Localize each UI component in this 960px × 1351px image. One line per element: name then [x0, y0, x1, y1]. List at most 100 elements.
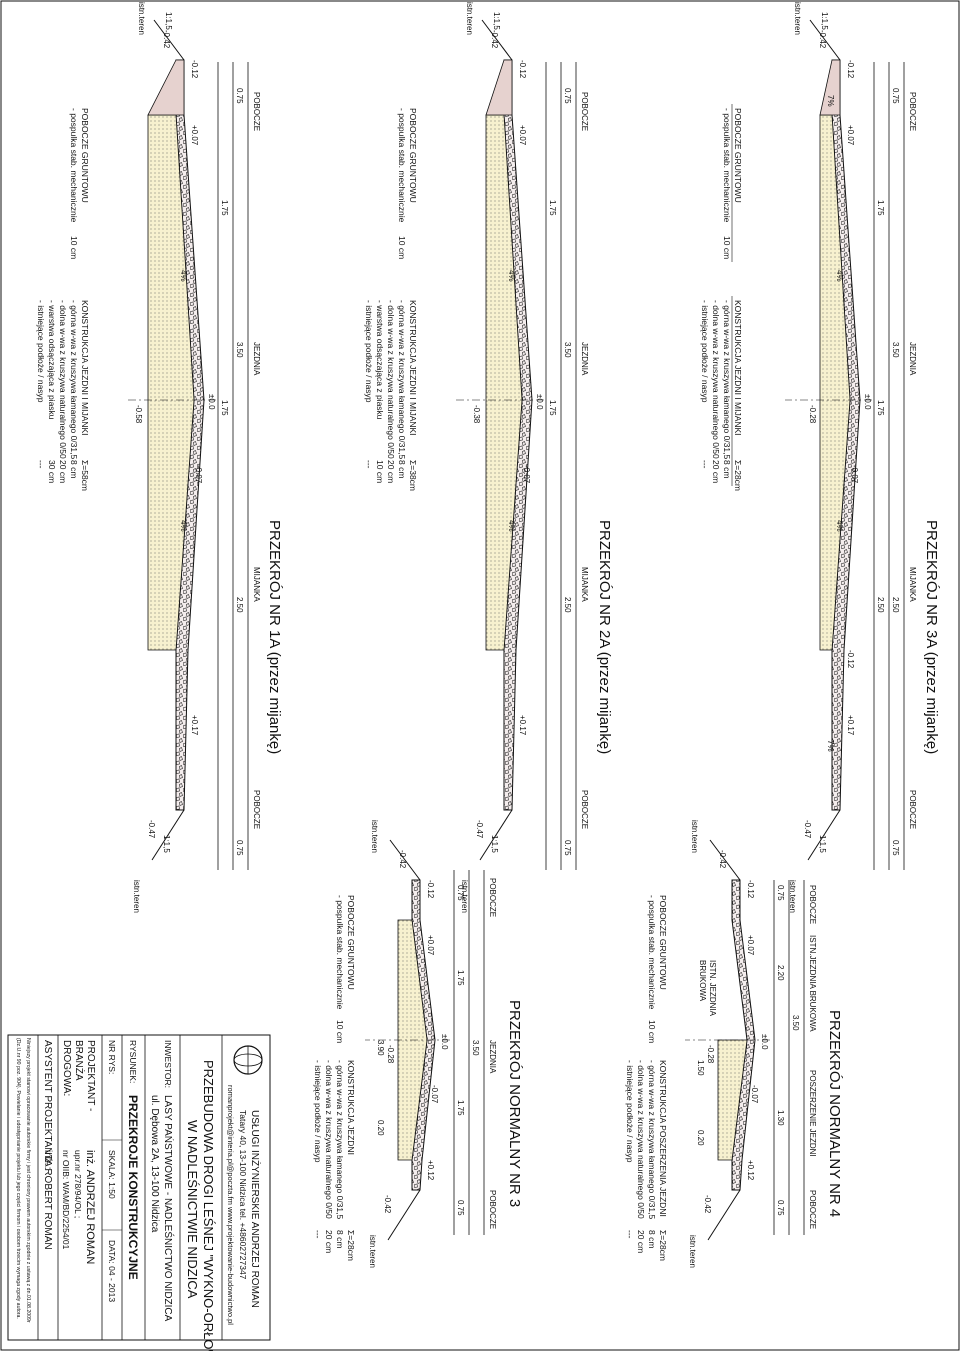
cross-section-2a: PRZEKRÓJ NR 2A (przez mijankę) POBOCZE J… — [364, 2, 613, 913]
teren-r: istn.teren — [132, 880, 141, 913]
depth-1a: -0.58 — [134, 405, 143, 424]
road-profile — [455, 19, 544, 861]
layer-0-t: 8 cm — [69, 460, 79, 478]
slope-l: 1:1,5 — [164, 12, 173, 30]
layer-0: - górna w-wa z kruszywa łamanego 0/31,5 — [69, 300, 79, 459]
layer-1-t: 20 cm — [636, 1230, 646, 1253]
w-350: 3.50 — [471, 1040, 480, 1056]
label-pobocze-left: POBOCZE — [808, 885, 817, 924]
title-block: USŁUGI INŻYNIERSKIE ANDRZEJ ROMAN Tatary… — [7, 1034, 271, 1351]
w-250-b: 2.50 — [876, 597, 885, 613]
label-mijanka: MIJANKA — [252, 567, 261, 602]
teren-l: istn.teren — [793, 2, 802, 35]
drogowa-label: DROGOWA: — [61, 1040, 72, 1096]
w-175-b: 1.75 — [548, 400, 557, 416]
label-pobocze-right: POBOCZE — [808, 1190, 817, 1229]
layer-0-t: 8 cm — [335, 1230, 345, 1248]
construction-title: KONSTRUKCJA JEZDNI — [346, 1060, 356, 1155]
copyright-note-1: Niniejszy projekt stanowi opracowanie au… — [25, 1038, 31, 1323]
elev-p012: +0.12 — [746, 1160, 755, 1181]
cross-section-n3: PRZEKRÓJ NORMALNY NR 3 POBOCZE JEZDNIA P… — [313, 820, 523, 1268]
shoulder-t: 10 cm — [335, 1020, 345, 1043]
project-name-2: W NADLEŚNICTWIE NIDZICA — [185, 1120, 200, 1299]
sum: Σ=28cm — [658, 1230, 668, 1261]
teren-l: istn.teren — [465, 2, 474, 35]
elev-m042-r: -0.42 — [383, 1195, 392, 1214]
teren-r: istn.teren — [368, 1235, 377, 1268]
shoulder-layer: - pospulka stab. mechanicznie — [647, 895, 657, 1010]
layer-0: - górna w-wa z kruszywa łamanego 0/31,5 — [722, 300, 732, 459]
layer-0-t: 8 cm — [397, 460, 407, 478]
layer-1: - dolna w-wa z kruszywa naturalnego 0/50 — [58, 300, 68, 459]
layer-2: - istniejące podłoże / nasyp — [625, 1060, 635, 1163]
w-075-left: 0.75 — [891, 88, 900, 104]
depth-2a: -0.38 — [472, 405, 481, 424]
cross-section-3a: PRZEKRÓJ NR 3A (przez mijankę) POBOCZE J… — [700, 2, 940, 913]
slope-r: 1:1,5 — [162, 835, 171, 853]
elev-m007: -0.07 — [850, 465, 859, 484]
w-175-a: 1.75 — [876, 200, 885, 216]
pct-4-l: 4% — [835, 270, 844, 282]
elev-m047: -0.47 — [475, 820, 484, 839]
slope-r: 1:1,5 — [818, 835, 827, 853]
elev-m012: -0.12 — [518, 60, 527, 79]
layer-2: - warstwa odsączająca z piasku — [375, 300, 385, 420]
depth-n3: -0.28 — [386, 1045, 395, 1064]
w-020: 0.20 — [376, 1120, 385, 1136]
elev-p007: +0.07 — [846, 125, 855, 146]
label-pobocze-left: POBOCZE — [908, 92, 917, 131]
projektant-label: PROJEKTANT - — [85, 1040, 96, 1111]
shoulder-layer: - pospulka stab. mechanicznie — [69, 108, 79, 223]
section-title: PRZEKRÓJ NORMALNY NR 3 — [506, 1000, 523, 1207]
sum: Σ=28cm — [346, 1230, 356, 1261]
construction-title: KONSTRUKCJA JEZDNI I MIJANKI — [733, 300, 743, 436]
sum: Σ=38cm — [408, 460, 418, 491]
road-profile — [365, 839, 450, 1241]
w-075-right: 0.75 — [776, 1200, 785, 1216]
slope-r: 1:1,5 — [490, 835, 499, 853]
label-pobocze-left: POBOCZE — [488, 878, 497, 917]
elev-p012: +0.12 — [426, 1160, 435, 1181]
layer-3-t: --- — [364, 460, 374, 469]
asystent-name: inż. ROBERT ROMAN — [42, 1150, 53, 1250]
company-name: USŁUGI INŻYNIERSKIE ANDRZEJ ROMAN — [249, 1110, 262, 1308]
header-row: POBOCZE JEZDNIA MIJANKA POBOCZE 0.75 3.5… — [873, 62, 917, 870]
label-pobocze-right: POBOCZE — [488, 1190, 497, 1229]
elev-m007: -0.07 — [194, 465, 203, 484]
investor-label: INWESTOR: — [163, 1040, 173, 1088]
elev-p017: +0.17 — [518, 715, 527, 736]
investor-2: ul. Dębowa 2A, 13-100 Nidzica — [149, 1095, 160, 1233]
label-jezdnia: JEZDNIA — [488, 1040, 497, 1074]
road-profile — [685, 839, 770, 1241]
label-pobocze-right: POBOCZE — [580, 790, 589, 829]
layer-2-t: 30 cm — [47, 460, 57, 483]
elev-m007: -0.07 — [750, 1085, 759, 1104]
elev-m047: -0.47 — [147, 820, 156, 839]
w-175-a: 1.75 — [548, 200, 557, 216]
shoulder-t: 10 cm — [397, 236, 407, 259]
layer-3: - istniejące podłoże / nasyp — [36, 300, 46, 403]
w-175-b: 1.75 — [456, 1100, 465, 1116]
project-name-1: PRZEBUDOWA DROGI LEŚNEJ "WYKNO-ORŁOWO II… — [201, 1060, 216, 1351]
w-150: 1.50 — [696, 1060, 705, 1076]
pct-4-r: 4% — [835, 520, 844, 532]
elev-m012: -0.12 — [846, 60, 855, 79]
elev-m042: -0.42 — [718, 850, 727, 869]
elev-p007: +0.07 — [190, 125, 199, 146]
w-075-right: 0.75 — [456, 1200, 465, 1216]
elev-m042: -0.42 — [162, 30, 171, 49]
label-mijanka: MIJANKA — [908, 567, 917, 602]
cross-section-1a: PRZEKRÓJ NR 1A (przez mijankę) POBOCZE J… — [36, 2, 283, 913]
w-075-left: 0.75 — [235, 88, 244, 104]
pct-4-r: 4% — [507, 520, 516, 532]
w-075-right: 0.75 — [563, 840, 572, 856]
layer-1-t: 20 cm — [386, 460, 396, 483]
elev-0: ±0.0 — [760, 1034, 769, 1050]
w-130: 1.30 — [776, 1110, 785, 1126]
layer-2: - istniejące podłoże / nasyp — [700, 300, 710, 403]
sum: Σ=28cm — [733, 460, 743, 491]
shoulder-layer: - pospulka stab. mechanicznie — [397, 108, 407, 223]
elev-0: ±0.0 — [440, 1034, 449, 1050]
